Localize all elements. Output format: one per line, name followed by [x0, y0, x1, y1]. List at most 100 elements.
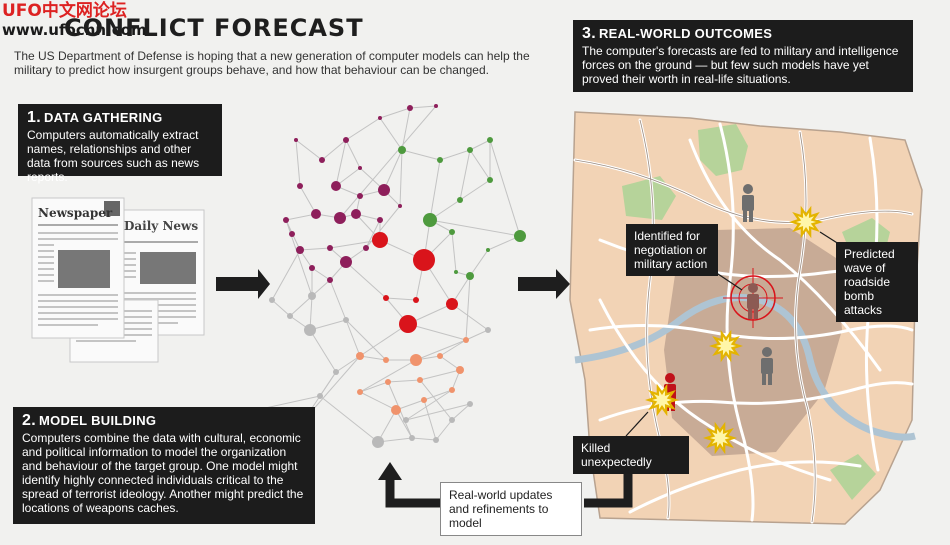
network-node-purple	[294, 138, 298, 142]
network-node-orange	[356, 352, 364, 360]
network-edge	[387, 379, 421, 383]
network-node-green	[449, 229, 455, 235]
network-node-red	[372, 232, 388, 248]
arrow-right-icon	[518, 269, 570, 299]
explosion-icon	[709, 329, 743, 363]
network-edge	[359, 359, 417, 393]
network-edge	[415, 339, 467, 361]
page-subtitle: The US Department of Defense is hoping t…	[14, 49, 530, 77]
network-edge	[435, 419, 453, 441]
network-node-green	[467, 147, 473, 153]
network-edge	[489, 139, 521, 237]
network-edge	[289, 295, 313, 317]
network-edge	[311, 279, 331, 297]
network-edge	[439, 339, 467, 357]
network-node-purple	[319, 157, 325, 163]
network-edge	[345, 261, 387, 299]
network-edge	[401, 149, 441, 161]
map-park	[830, 454, 876, 500]
explosion-icon	[645, 383, 679, 417]
person-icon	[742, 184, 754, 222]
network-edge	[359, 355, 387, 361]
explosion-icon	[703, 421, 737, 455]
network-node-orange	[463, 337, 469, 343]
network-node-purple	[351, 209, 361, 219]
network-edge	[345, 319, 387, 361]
network-edges	[237, 105, 521, 443]
newspaper-front	[31, 197, 125, 339]
network-edge	[451, 303, 489, 331]
network-edge	[439, 149, 471, 161]
network-node-grey	[433, 437, 439, 443]
watermark: UFO中文网论坛 www.ufochn.com	[2, 2, 147, 40]
network-node-green	[437, 157, 443, 163]
network-node-orange	[383, 357, 389, 363]
network-edge	[459, 179, 491, 201]
network-node-purple	[340, 256, 352, 268]
network-edge	[423, 399, 437, 441]
network-node-grey	[304, 324, 316, 336]
network-node-green	[486, 248, 490, 252]
network-node-green	[466, 272, 474, 280]
network-edge	[465, 275, 471, 341]
step-2-body: Computers combine the data with cultural…	[22, 431, 304, 515]
network-edge	[385, 297, 417, 301]
network-edge	[309, 319, 347, 331]
step-3-body: The computer's forecasts are fed to mili…	[582, 44, 899, 86]
network-node-purple	[296, 246, 304, 254]
network-node-purple	[378, 116, 382, 120]
network-edge	[465, 329, 489, 341]
network-edge	[419, 379, 453, 421]
network-node-orange	[449, 387, 455, 393]
step-1-box: 1.DATA GATHERING Computers automatically…	[18, 104, 222, 184]
network-node-purple	[358, 166, 362, 170]
step-2-number: 2.	[22, 412, 36, 429]
network-node-purple	[289, 231, 295, 237]
network-edge	[451, 231, 457, 273]
network-edge	[271, 299, 291, 317]
network-edge	[379, 117, 403, 151]
target-crosshair-icon	[723, 268, 783, 328]
step-1-heading: DATA GATHERING	[43, 110, 163, 125]
step-1-number: 1.	[27, 109, 41, 126]
step-2-box: 2.MODEL BUILDING Computers combine the d…	[13, 407, 315, 524]
network-edge	[339, 105, 437, 219]
network-node-grey	[372, 436, 384, 448]
network-node-grey	[449, 417, 455, 423]
network-edge	[345, 319, 361, 357]
network-node-purple	[434, 104, 438, 108]
network-node-orange	[437, 353, 443, 359]
page-title: CONFLICT FORECAST	[64, 14, 364, 42]
step-1-body: Computers automatically extract names, r…	[27, 128, 200, 184]
arrow-right-icon	[216, 269, 270, 299]
network-edge	[295, 139, 323, 161]
label-identified: Identified for negotiation or military a…	[626, 224, 718, 276]
network-edge	[309, 329, 337, 373]
network-edge	[469, 139, 491, 151]
network-node-green	[423, 213, 437, 227]
network-node-purple	[327, 277, 333, 283]
network-node-purple	[331, 181, 341, 191]
label-predicted: Predicted wave of roadside bomb attacks	[836, 242, 918, 322]
network-edge	[365, 219, 381, 249]
network-edge	[439, 355, 461, 371]
network-edge	[411, 437, 437, 441]
network-edge	[335, 355, 361, 373]
network-edge	[429, 159, 441, 221]
network-node-purple	[407, 105, 413, 111]
step-2-heading: MODEL BUILDING	[38, 413, 157, 428]
network-edge	[401, 107, 411, 151]
network-edge	[299, 247, 331, 251]
network-node-orange	[410, 354, 422, 366]
network-edge	[295, 139, 301, 187]
network-node-grey	[409, 435, 415, 441]
network-node-green	[457, 197, 463, 203]
network-node-red	[413, 249, 435, 271]
network-edge	[271, 249, 301, 301]
map-park	[622, 176, 676, 220]
newspaper-stack: Newspaper Daily News	[31, 197, 205, 363]
network-edge	[359, 391, 397, 411]
network-edge	[359, 381, 389, 393]
network-node-purple	[357, 193, 363, 199]
network-node-purple	[309, 265, 315, 271]
